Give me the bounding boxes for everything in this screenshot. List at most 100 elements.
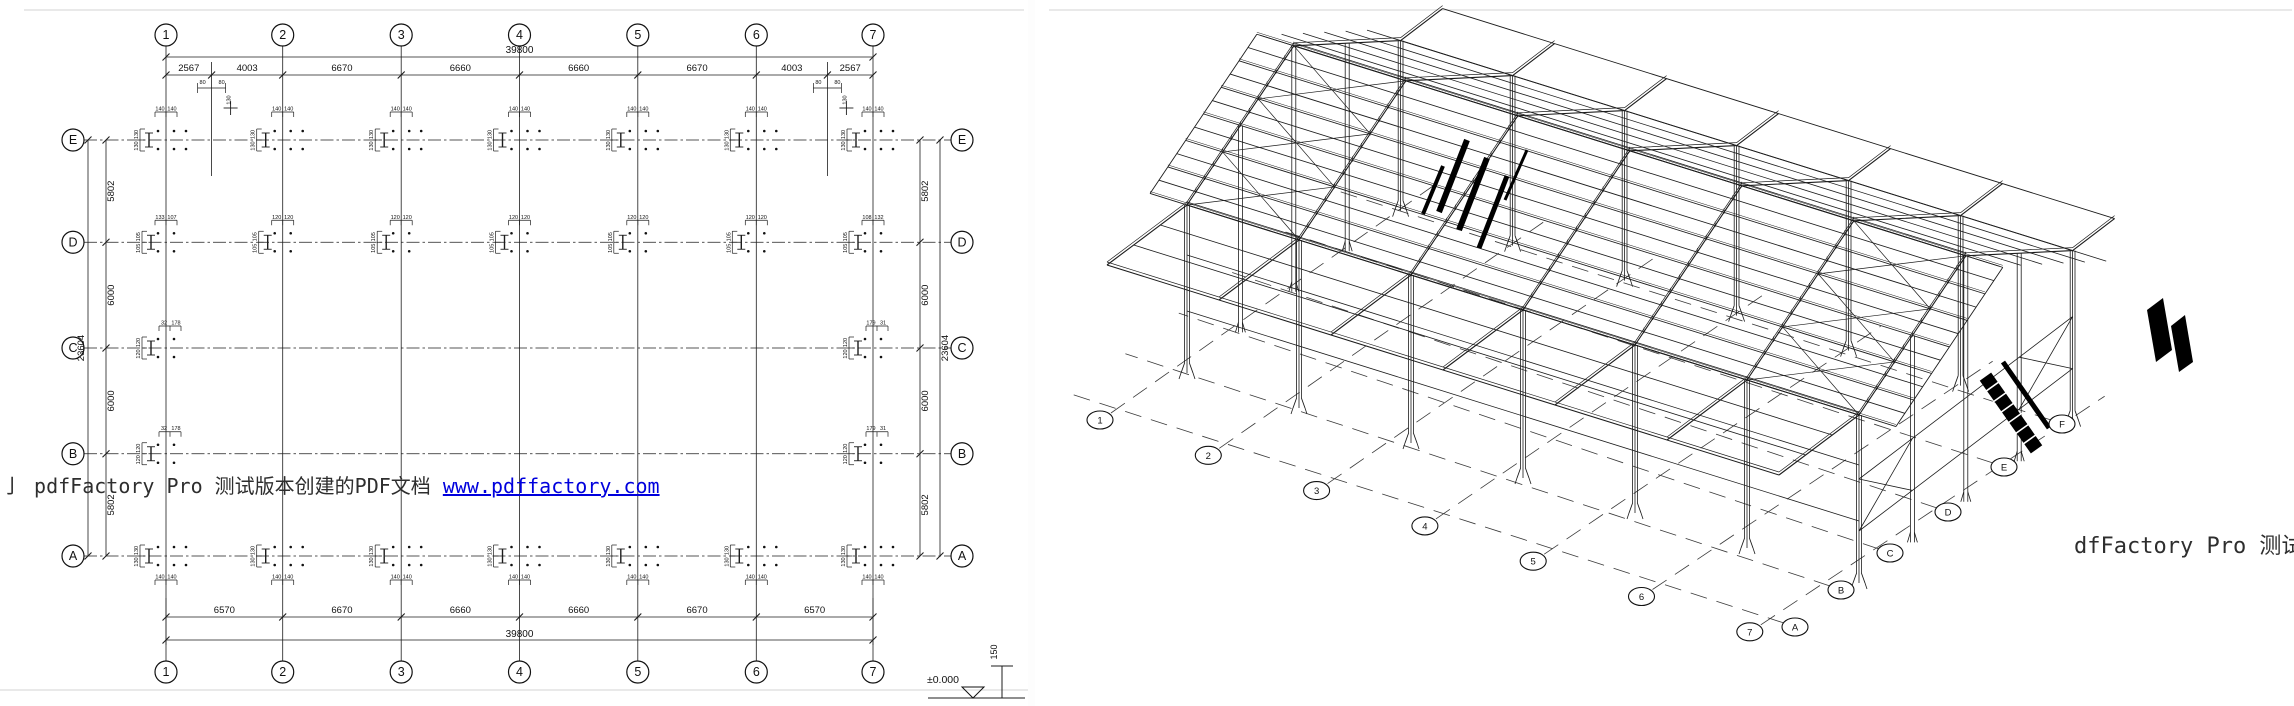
svg-text:C: C	[1887, 549, 1894, 560]
svg-text:E: E	[2001, 463, 2007, 474]
svg-text:105: 105	[136, 244, 142, 253]
svg-text:140: 140	[167, 107, 176, 113]
svg-text:A: A	[958, 549, 967, 563]
svg-text:130: 130	[606, 130, 612, 139]
svg-text:7: 7	[870, 665, 877, 679]
svg-text:178: 178	[171, 321, 180, 327]
svg-text:32: 32	[161, 426, 167, 432]
svg-text:105: 105	[371, 244, 377, 253]
svg-text:B: B	[1838, 586, 1844, 597]
svg-text:140: 140	[639, 575, 648, 581]
svg-text:140: 140	[758, 575, 767, 581]
watermark-text: dfFactory Pro 测试版本创建的PDF文档	[2074, 534, 2294, 559]
svg-text:80: 80	[815, 80, 821, 86]
svg-text:130: 130	[841, 141, 847, 150]
svg-text:130: 130	[134, 141, 140, 150]
svg-text:140: 140	[521, 575, 530, 581]
svg-text:120: 120	[284, 215, 293, 221]
svg-text:132: 132	[874, 215, 883, 221]
svg-text:±0.000: ±0.000	[927, 674, 959, 686]
svg-text:1: 1	[1097, 416, 1102, 427]
svg-text:3: 3	[398, 28, 405, 42]
svg-text:3: 3	[1314, 486, 1319, 497]
svg-text:6570: 6570	[214, 605, 235, 616]
svg-text:A: A	[69, 549, 78, 563]
svg-text:130: 130	[251, 141, 257, 150]
svg-text:178: 178	[171, 426, 180, 432]
svg-text:6000: 6000	[106, 390, 117, 411]
svg-text:130: 130	[369, 557, 375, 566]
svg-text:2: 2	[279, 665, 286, 679]
svg-text:130: 130	[488, 130, 494, 139]
svg-text:6660: 6660	[568, 605, 589, 616]
svg-text:120: 120	[136, 455, 142, 464]
svg-text:140: 140	[627, 107, 636, 113]
svg-text:120: 120	[272, 215, 281, 221]
svg-text:D: D	[1945, 508, 1952, 519]
svg-text:140: 140	[862, 575, 871, 581]
svg-text:140: 140	[627, 575, 636, 581]
svg-text:140: 140	[874, 575, 883, 581]
svg-text:5: 5	[634, 665, 641, 679]
svg-text:120: 120	[746, 215, 755, 221]
page-top-border	[1049, 9, 2292, 11]
svg-text:140: 140	[284, 575, 293, 581]
svg-text:140: 140	[509, 575, 518, 581]
svg-text:140: 140	[272, 575, 281, 581]
svg-text:6660: 6660	[450, 605, 471, 616]
watermark-right: dfFactory Pro 测试版本创建的PDF文档 www.pdffactor…	[2074, 528, 2294, 560]
svg-text:130: 130	[606, 546, 612, 555]
svg-text:107: 107	[167, 215, 176, 221]
svg-text:130: 130	[841, 546, 847, 555]
svg-text:105: 105	[843, 232, 849, 241]
svg-text:6: 6	[1639, 592, 1644, 603]
svg-text:3: 3	[398, 665, 405, 679]
svg-text:4003: 4003	[237, 63, 258, 74]
svg-text:6000: 6000	[920, 285, 931, 306]
svg-text:105: 105	[608, 232, 614, 241]
watermark-left: 亅 pdfFactory Pro 测试版本创建的PDF文档 www.pdffac…	[2, 470, 660, 499]
svg-text:23604: 23604	[940, 335, 951, 361]
svg-text:6660: 6660	[568, 63, 589, 74]
svg-text:6670: 6670	[331, 605, 352, 616]
svg-text:105: 105	[253, 232, 259, 241]
svg-text:179: 179	[866, 426, 875, 432]
svg-text:105: 105	[490, 244, 496, 253]
svg-text:5802: 5802	[106, 181, 117, 202]
page-top-border	[24, 9, 1024, 11]
svg-text:80: 80	[200, 80, 206, 86]
svg-text:120: 120	[843, 444, 849, 453]
watermark-link[interactable]: www.pdffactory.com	[442, 474, 660, 498]
svg-text:E: E	[958, 133, 966, 147]
svg-text:130: 130	[606, 141, 612, 150]
svg-text:120: 120	[403, 215, 412, 221]
svg-text:120: 120	[758, 215, 767, 221]
svg-text:B: B	[958, 447, 966, 461]
svg-text:140: 140	[758, 107, 767, 113]
svg-text:6000: 6000	[920, 390, 931, 411]
svg-text:105: 105	[608, 244, 614, 253]
svg-text:130: 130	[134, 130, 140, 139]
svg-text:105: 105	[490, 232, 496, 241]
svg-text:130: 130	[134, 546, 140, 555]
svg-text:120: 120	[136, 338, 142, 347]
svg-text:120: 120	[509, 215, 518, 221]
svg-text:80: 80	[834, 80, 840, 86]
svg-text:140: 140	[167, 575, 176, 581]
svg-text:6000: 6000	[106, 285, 117, 306]
svg-text:D: D	[957, 235, 966, 249]
svg-text:23604: 23604	[76, 335, 87, 361]
svg-text:6570: 6570	[804, 605, 825, 616]
svg-text:140: 140	[403, 107, 412, 113]
svg-text:133: 133	[155, 215, 164, 221]
svg-text:130: 130	[369, 130, 375, 139]
svg-text:140: 140	[746, 107, 755, 113]
svg-text:130: 130	[251, 557, 257, 566]
svg-text:6670: 6670	[686, 63, 707, 74]
svg-text:31: 31	[880, 321, 886, 327]
svg-text:140: 140	[391, 107, 400, 113]
